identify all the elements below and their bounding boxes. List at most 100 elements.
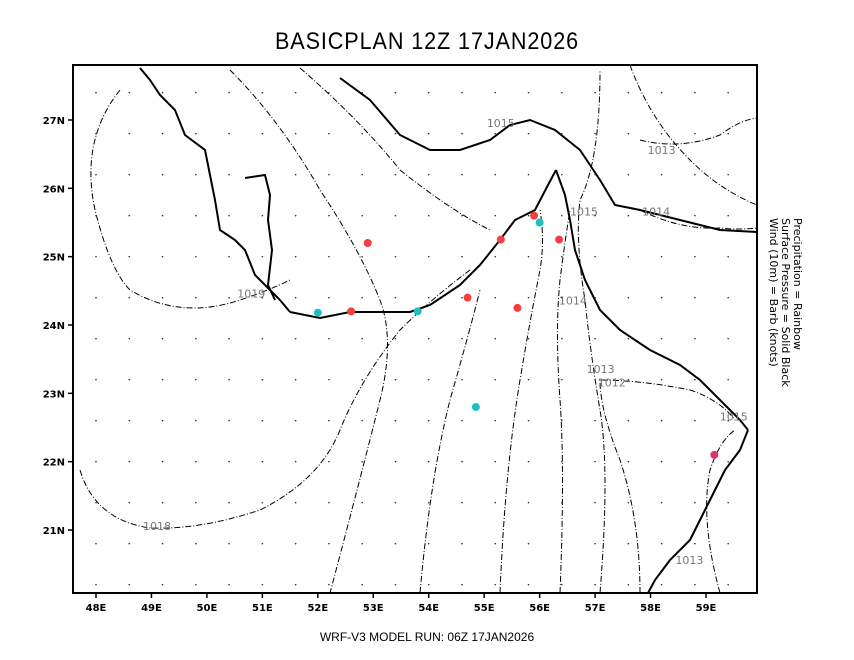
wind-barb-point (128, 255, 131, 258)
wind-barb-point (627, 214, 630, 217)
wind-barb-point (527, 337, 530, 340)
wind-barb-point (195, 583, 197, 586)
wind-barb-point (694, 419, 696, 422)
lon-tick-label: 56E (529, 603, 550, 614)
wind-barb-point (361, 91, 363, 94)
wind-barb-point (128, 460, 131, 463)
wind-barb-point (594, 91, 596, 94)
wind-barb-point (461, 214, 463, 217)
lon-tick-label: 59E (696, 603, 717, 614)
precip-point (413, 307, 422, 316)
wind-barb-point (694, 583, 696, 586)
lon-tick-label: 55E (474, 603, 495, 614)
wind-barb-point (527, 173, 530, 176)
wind-barb-point (694, 378, 696, 381)
wind-barb-point (228, 296, 230, 299)
isobar-line (557, 209, 571, 594)
isobar-line (599, 379, 736, 594)
wind-barb-point (727, 501, 729, 504)
wind-barb-point (727, 91, 729, 94)
legend-wind: Wind (10m) = Barb (knots) (767, 218, 780, 367)
wind-barb-point (494, 378, 497, 381)
wind-barb-point (394, 337, 397, 340)
wind-barb-point (161, 214, 164, 217)
wind-barb-point (195, 501, 197, 504)
wind-barb-point (128, 419, 131, 422)
wind-barb-point (228, 583, 230, 586)
wind-barb-point (394, 583, 397, 586)
wind-barb-point (561, 173, 563, 176)
wind-barb-point (195, 255, 197, 258)
lon-tick-label: 49E (141, 603, 162, 614)
wind-barb-point (527, 378, 530, 381)
wind-barb-point (195, 337, 197, 340)
wind-barb-point (527, 255, 530, 258)
wind-barb-point (527, 296, 530, 299)
wind-barb-point (594, 460, 596, 463)
wind-barb-point (527, 419, 530, 422)
wind-barb-point (294, 501, 297, 504)
wind-barb-point (727, 132, 729, 135)
isobar-line (577, 69, 606, 594)
wind-barb-point (394, 255, 397, 258)
coast-oman-north (555, 169, 749, 431)
wind-barb-point (627, 460, 630, 463)
wind-barb-point (461, 296, 463, 299)
wind-barb-point (461, 583, 463, 586)
wind-barb-point (627, 296, 630, 299)
wind-barb-point (594, 132, 596, 135)
lon-tick-label: 48E (86, 603, 107, 614)
wind-barb-point (461, 419, 463, 422)
wind-barb-point (494, 419, 497, 422)
wind-barb-point (427, 419, 430, 422)
wind-barb-point (294, 255, 297, 258)
wind-barb-point (627, 132, 630, 135)
wind-barb-point (427, 132, 430, 135)
wind-barb-point (361, 542, 363, 545)
wind-barb-point (594, 378, 596, 381)
wind-barb-point (394, 460, 397, 463)
wind-barb-point (427, 255, 430, 258)
wind-barb-point (261, 132, 264, 135)
wind-barb-point (294, 337, 297, 340)
wind-barb-point (494, 214, 497, 217)
wind-barb-point (627, 378, 630, 381)
wind-barb-point (361, 460, 363, 463)
wind-barb-point (361, 255, 363, 258)
wind-barb-point (694, 296, 696, 299)
wind-barb-point (427, 542, 430, 545)
wind-barb-point (627, 542, 630, 545)
isobar-label: 1014 (559, 295, 587, 308)
lat-tick-label: 25N (43, 253, 65, 264)
wind-barb-point (261, 214, 264, 217)
lon-tick-label: 52E (307, 603, 328, 614)
wind-barb-point (161, 419, 164, 422)
wind-barb-point (727, 542, 729, 545)
wind-barb-point (727, 255, 729, 258)
lat-tick-label: 21N (43, 526, 65, 537)
wind-barb-point (261, 542, 264, 545)
wind-barb-point (527, 501, 530, 504)
wind-barb-point (161, 583, 164, 586)
wind-barb-point (161, 296, 164, 299)
wind-barb-point (627, 91, 630, 94)
lon-tick-label: 57E (585, 603, 606, 614)
wind-barb-point (95, 419, 97, 422)
wind-barb-point (561, 132, 563, 135)
wind-barb-point (694, 214, 696, 217)
wind-barb-point (660, 419, 663, 422)
isobar-label: 1013 (587, 363, 615, 376)
wind-barb-point (660, 378, 663, 381)
wind-barb-point (427, 91, 430, 94)
wind-barb-point (161, 255, 164, 258)
wind-barb-point (627, 173, 630, 176)
wind-barb-point (694, 173, 696, 176)
wind-barb-point (294, 132, 297, 135)
wind-barb-point (694, 337, 696, 340)
precip-point (530, 211, 539, 220)
lon-tick-label: 53E (363, 603, 384, 614)
precip-point (347, 307, 356, 316)
lon-tick-label: 51E (252, 603, 273, 614)
precip-point (463, 293, 472, 302)
isobar-label: 1014 (642, 206, 670, 219)
